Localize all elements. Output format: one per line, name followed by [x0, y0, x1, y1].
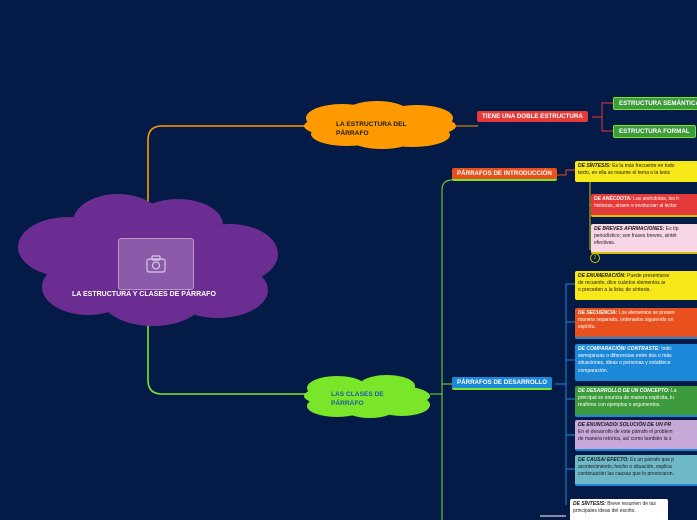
dev-card-comparison[interactable]: DE COMPARACIÓN/ CONTRASTE: Indic semejan…	[575, 344, 697, 381]
structure-topic-title: LA ESTRUCTURA DEL PÁRRAFO	[336, 121, 407, 137]
card-text-line1: Es típ	[665, 226, 679, 232]
intro-card-brief-statements[interactable]: DE BREVES AFIRMACIONES: Es típ periodíst…	[591, 224, 697, 254]
card-text-line1: Las anécdotas, los h	[633, 196, 680, 202]
image-placeholder[interactable]	[118, 238, 194, 290]
card-key: DE BREVES AFIRMACIONES:	[594, 226, 665, 232]
card-key: DE COMPARACIÓN/ CONTRASTE:	[578, 346, 660, 352]
card-text-line3: efectivas.	[594, 240, 616, 247]
card-text-line1: Breve resumen de las	[607, 501, 656, 507]
card-text-line2: manera separada, ordenados siguiendo un	[578, 317, 674, 324]
card-text-line3: espíritu.	[578, 324, 596, 331]
card-key: DE DESARROLLO DE UN CONCEPTO:	[578, 388, 670, 394]
card-text-line3: situaciones, ideas o personas y establec…	[578, 360, 671, 367]
structure-cloud[interactable]	[302, 100, 458, 150]
collapse-count-badge[interactable]: 2	[590, 253, 600, 263]
dev-card-sequence[interactable]: DE SECUENCIA: Los elementos se presen ma…	[575, 308, 697, 339]
classes-cloud[interactable]	[302, 372, 432, 420]
card-key: DE SÍNTESIS:	[578, 163, 611, 169]
intro-card-synthesis[interactable]: DE SÍNTESIS: Es la más frecuente en todo…	[575, 161, 697, 182]
conclusion-card-synthesis[interactable]: DE SÍNTESIS: Breve resumen de las princi…	[570, 499, 668, 520]
central-cloud[interactable]	[18, 192, 280, 330]
intro-card-anecdote[interactable]: DE ANÉCDOTA: Las anécdotas, los h histor…	[591, 194, 697, 217]
card-text-line2: periodístico; son frases breves, sintét	[594, 233, 677, 240]
classes-topic-title: LAS CLASES DE PÁRRAFO	[331, 391, 384, 407]
development-paragraphs-tag[interactable]: PÁRRAFOS DE DESARROLLO	[452, 377, 553, 390]
card-text-line1: Es la más frecuente en todo	[612, 163, 675, 169]
card-text-line2: semejanzas o diferencias entre dos o más	[578, 353, 672, 360]
card-text-line3: reafirma con ejemplos o argumentos.	[578, 402, 661, 409]
card-text-line3: de manera retórica, así como también la …	[578, 436, 672, 443]
card-text-line3: o preceden a la lista; de síntesis.	[578, 287, 651, 294]
card-text-line1: La	[670, 388, 677, 394]
card-key: DE ENUNCIADO/ SOLUCIÓN DE UN PR	[578, 422, 672, 428]
card-text-line2: de recuento, dice cuántos elementos ar	[578, 280, 666, 287]
card-text-line1: Los elementos se presen	[618, 310, 675, 316]
card-key: DE CAUSA/ EFECTO:	[578, 457, 629, 463]
card-text-line4: comparación.	[578, 367, 609, 374]
dev-card-problem-solution[interactable]: DE ENUNCIADO/ SOLUCIÓN DE UN PR En el de…	[575, 420, 697, 451]
card-text-line1: Es un párrafo que p	[630, 457, 675, 463]
card-text-line2: historias, atraen e involucran al lector	[594, 203, 677, 210]
card-text-line2: principales ideas del escrito.	[573, 508, 636, 515]
card-text-line1: Puede presentarse	[627, 273, 670, 279]
formal-structure-tag[interactable]: ESTRUCTURA FORMAL	[613, 125, 696, 138]
card-text-line2: principal se enuncia de manera explícita…	[578, 395, 674, 402]
card-key: DE SÍNTESIS:	[573, 501, 606, 507]
card-text-line3: continuación las causas que lo provocaro…	[578, 471, 674, 478]
card-text-line2: acontecimiento, hecho o situación, expli…	[578, 464, 672, 471]
card-text-line2: En el desarrollo de este párrafo el prob…	[578, 429, 673, 436]
card-text-line1: Indic	[661, 346, 672, 352]
semantic-structure-tag[interactable]: ESTRUCTURA SEMÁNTICA	[613, 97, 697, 110]
dev-card-enumeration[interactable]: DE ENUMERACIÓN: Puede presentarse de rec…	[575, 271, 697, 300]
card-text-line2: texto, en ella se resume el tema o la te…	[578, 170, 670, 177]
card-key: DE ANÉCDOTA:	[594, 196, 632, 202]
camera-icon	[146, 255, 166, 273]
dev-card-cause-effect[interactable]: DE CAUSA/ EFECTO: Es un párrafo que p ac…	[575, 455, 697, 486]
central-topic-title: LA ESTRUCTURA Y CLASES DE PÁRRAFO	[72, 291, 216, 298]
double-structure-tag[interactable]: TIENE UNA DOBLE ESTRUCTURA	[477, 111, 588, 122]
card-key: DE ENUMERACIÓN:	[578, 273, 626, 279]
intro-paragraphs-tag[interactable]: PÁRRAFOS DE INTRODUCCIÓN	[452, 168, 557, 181]
card-key: DE SECUENCIA:	[578, 310, 618, 316]
dev-card-concept[interactable]: DE DESARROLLO DE UN CONCEPTO: La princip…	[575, 386, 697, 417]
